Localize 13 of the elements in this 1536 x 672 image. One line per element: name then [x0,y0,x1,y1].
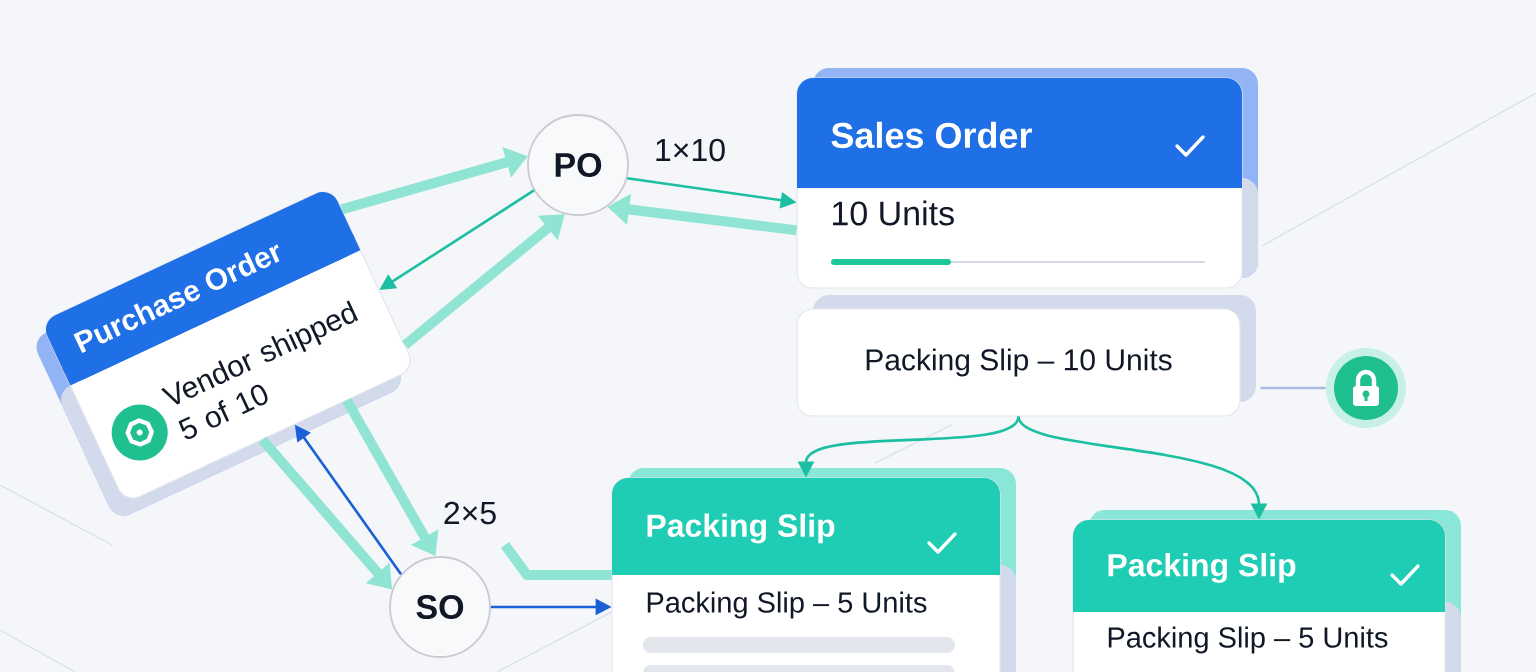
card-title: Packing Slip [647,513,835,544]
card-title: Packing Slip [1108,553,1296,583]
connector-line [1260,386,1326,390]
card-title: Sales Order [831,121,1032,149]
edge-label: 1×10 [651,136,729,164]
order-card [796,68,1258,289]
lock-icon [1326,348,1406,428]
card-text: 10 Units [833,200,954,226]
slip-box: Packing Slip – 10 Units [796,295,1256,417]
slip-card [611,468,1016,672]
connector-line [500,542,612,580]
card-text: Packing Slip – 5 Units [1108,626,1388,654]
card-text: Packing Slip – 5 Units [647,591,927,619]
